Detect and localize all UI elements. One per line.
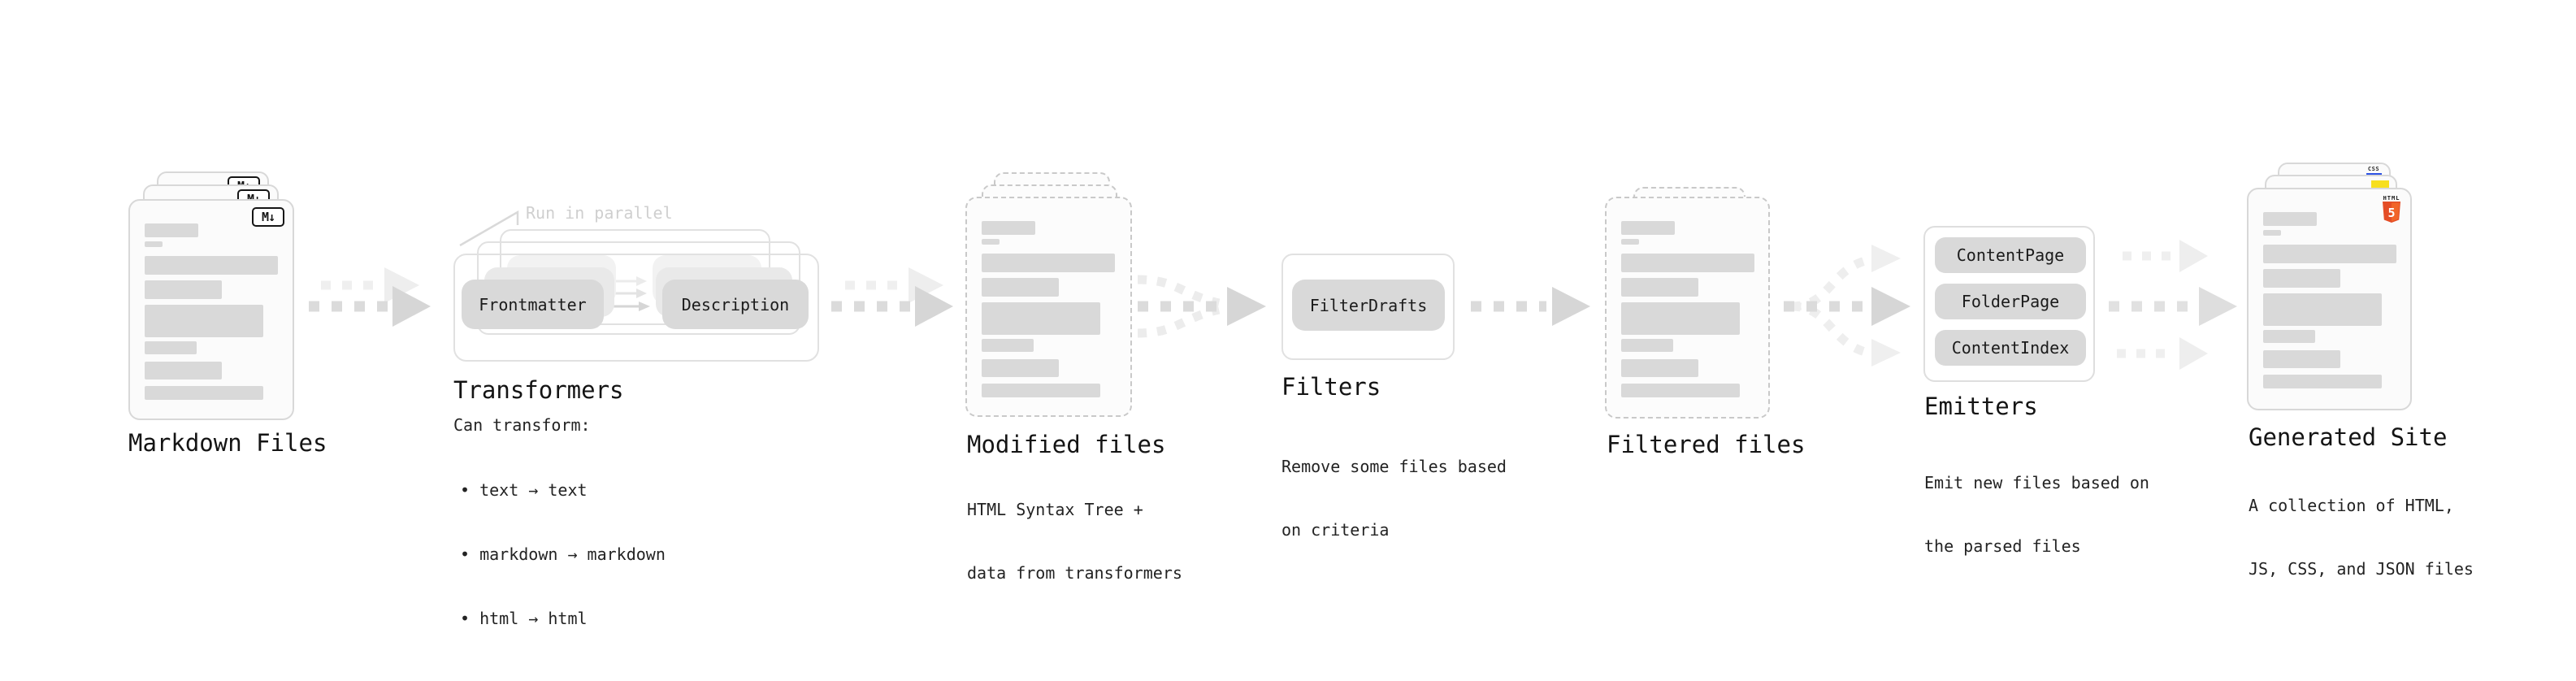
text-placeholder-bar bbox=[982, 239, 1000, 245]
subtitle-line: A collection of HTML, bbox=[2249, 496, 2454, 515]
text-placeholder-bar bbox=[1621, 384, 1740, 397]
text-placeholder-bar bbox=[2263, 330, 2315, 343]
text-placeholder-bar bbox=[145, 256, 278, 275]
text-placeholder-bar bbox=[982, 254, 1115, 272]
text-placeholder-bar bbox=[2263, 293, 2382, 326]
text-placeholder-bar bbox=[1621, 221, 1675, 235]
subtitle-line: JS, CSS, and JSON files bbox=[2249, 559, 2474, 579]
generated-file-card-html: HTML 5 bbox=[2247, 188, 2412, 410]
html5-icon-word: HTML bbox=[2383, 195, 2400, 202]
text-placeholder-bar bbox=[982, 278, 1059, 297]
text-placeholder-bar bbox=[1621, 239, 1639, 245]
markdown-file-card-front: M↓ bbox=[128, 199, 294, 420]
bullet-item: • text → text bbox=[460, 480, 588, 500]
emitter-pill-folder-page: FolderPage bbox=[1935, 284, 2086, 319]
text-placeholder-bar bbox=[982, 302, 1100, 335]
text-placeholder-bar bbox=[2263, 269, 2340, 288]
bullet-item: • html → html bbox=[460, 609, 588, 628]
filtered-file-card-front bbox=[1605, 197, 1770, 419]
transformer-box-front bbox=[453, 254, 819, 362]
bullet-item: • markdown → markdown bbox=[460, 544, 666, 564]
transformers-description-heading: Can transform: bbox=[453, 415, 591, 435]
text-placeholder-bar bbox=[1621, 254, 1754, 272]
stage-label-emitters: Emitters bbox=[1924, 393, 2038, 420]
arrow-merge-into-filters bbox=[1137, 275, 1266, 338]
transformers-bullet-list: • text → text • markdown → markdown • ht… bbox=[460, 437, 666, 672]
transformer-output-pill: Description bbox=[662, 280, 809, 329]
document-content-placeholder bbox=[1607, 198, 1768, 417]
text-placeholder-bar bbox=[1621, 302, 1740, 335]
emitters-subtitle: Emit new files based on the parsed files bbox=[1924, 430, 2149, 599]
stage-label-filters: Filters bbox=[1281, 373, 1381, 401]
subtitle-line: data from transformers bbox=[967, 563, 1182, 583]
subtitle-line: HTML Syntax Tree + bbox=[967, 500, 1143, 519]
html5-shield: 5 bbox=[2383, 202, 2400, 223]
transformer-input-pill: Frontmatter bbox=[462, 280, 604, 329]
text-placeholder-bar bbox=[145, 341, 197, 354]
css-file-icon: CSS bbox=[2366, 167, 2382, 176]
text-placeholder-bar bbox=[982, 221, 1035, 235]
generated-site-subtitle: A collection of HTML, JS, CSS, and JSON … bbox=[2249, 453, 2474, 622]
modified-file-card-front bbox=[965, 197, 1132, 417]
arrow-emitters-to-site bbox=[2109, 240, 2237, 370]
arrow-transformers-to-modified bbox=[831, 267, 953, 327]
document-content-placeholder bbox=[967, 198, 1130, 415]
js-file-icon bbox=[2371, 180, 2389, 189]
emitter-pill-content-page: ContentPage bbox=[1935, 237, 2086, 273]
text-placeholder-bar bbox=[145, 386, 263, 400]
text-placeholder-bar bbox=[982, 339, 1034, 352]
text-placeholder-bar bbox=[145, 280, 222, 299]
arrow-fanout-into-emitters bbox=[1784, 245, 1910, 367]
text-placeholder-bar bbox=[2263, 245, 2396, 263]
text-placeholder-bar bbox=[982, 359, 1059, 377]
filters-subtitle: Remove some files based on criteria bbox=[1281, 414, 1507, 583]
subtitle-line: Emit new files based on bbox=[1924, 473, 2149, 492]
text-placeholder-bar bbox=[1621, 278, 1698, 297]
stage-label-modified-files: Modified files bbox=[967, 431, 1166, 458]
text-placeholder-bar bbox=[145, 223, 198, 237]
css-icon-underline bbox=[2366, 173, 2382, 176]
subtitle-line: Remove some files based bbox=[1281, 457, 1507, 476]
text-placeholder-bar bbox=[1621, 339, 1673, 352]
text-placeholder-bar bbox=[145, 305, 263, 337]
markdown-icon-text: M↓ bbox=[261, 210, 275, 224]
parallel-note: Run in parallel bbox=[526, 203, 673, 223]
text-placeholder-bar bbox=[1621, 359, 1698, 377]
html5-icon: HTML 5 bbox=[2381, 195, 2402, 227]
stage-label-filtered-files: Filtered files bbox=[1607, 431, 1806, 458]
text-placeholder-bar bbox=[2263, 350, 2340, 368]
stage-label-markdown-files: Markdown Files bbox=[128, 429, 327, 457]
subtitle-line: the parsed files bbox=[1924, 536, 2081, 556]
stage-label-generated-site: Generated Site bbox=[2249, 423, 2448, 451]
filter-pill: FilterDrafts bbox=[1292, 280, 1445, 331]
emitter-pill-content-index: ContentIndex bbox=[1935, 330, 2086, 366]
html5-icon-number: 5 bbox=[2387, 206, 2395, 220]
text-placeholder-bar bbox=[982, 384, 1100, 397]
subtitle-line: on criteria bbox=[1281, 520, 1390, 540]
markdown-icon: M↓ bbox=[252, 207, 284, 227]
arrow-markdown-to-transformers bbox=[309, 267, 431, 327]
css-icon-text: CSS bbox=[2367, 166, 2380, 172]
arrow-filters-to-filtered bbox=[1471, 287, 1590, 326]
text-placeholder-bar bbox=[145, 241, 163, 247]
text-placeholder-bar bbox=[2263, 375, 2382, 388]
stage-label-transformers: Transformers bbox=[453, 376, 624, 404]
modified-files-subtitle: HTML Syntax Tree + data from transformer… bbox=[967, 457, 1182, 626]
text-placeholder-bar bbox=[2263, 212, 2317, 226]
text-placeholder-bar bbox=[145, 362, 222, 380]
text-placeholder-bar bbox=[2263, 230, 2281, 236]
document-content-placeholder bbox=[2249, 189, 2410, 409]
document-content-placeholder bbox=[130, 201, 293, 419]
